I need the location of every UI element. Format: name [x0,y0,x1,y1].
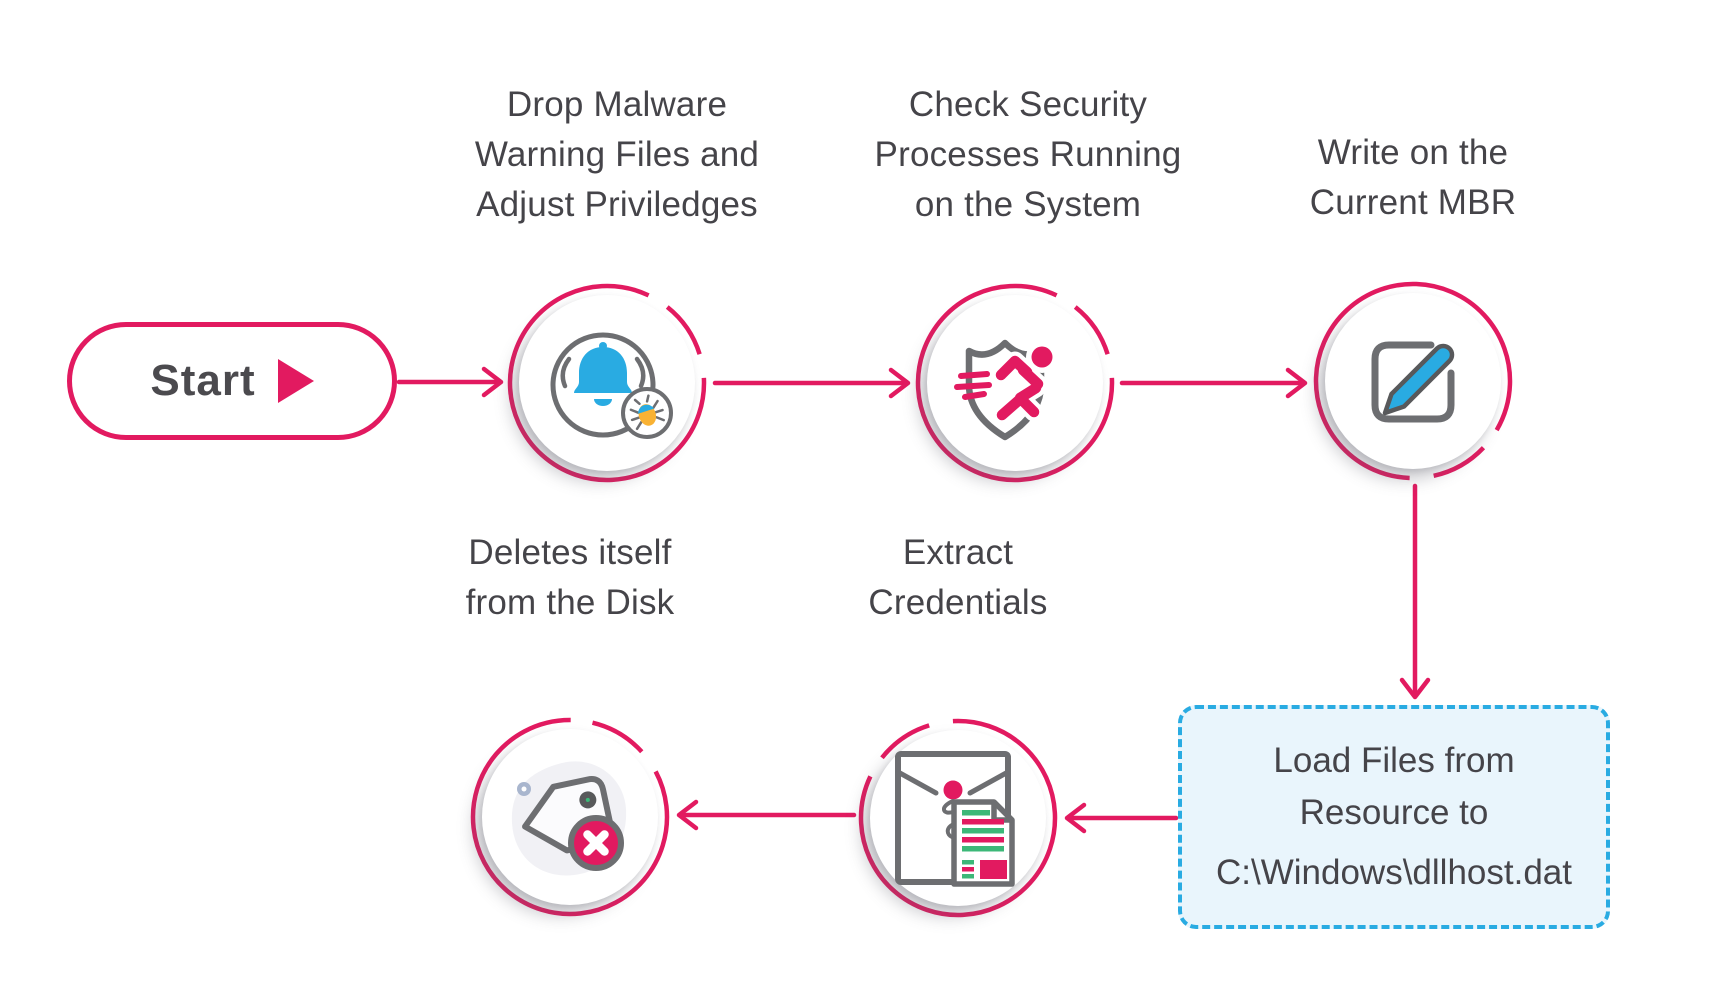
node-ring [915,283,1115,483]
arrow-drop-to-check [712,367,911,399]
node-ring [507,283,707,483]
label-write-mbr: Write on the Current MBR [1309,133,1517,222]
bug-glyph [629,394,665,431]
credentials-document [951,799,1015,887]
label-drop-malware: Drop Malware Warning Files and Adjust Pr… [474,85,760,224]
label-check-security: Check Security Processes Running on the … [874,85,1182,224]
label-deletes-itself: Deletes itself from the Disk [465,533,675,622]
arrow-check-to-mbr [1119,367,1308,399]
node-deletes-itself [470,717,670,917]
arrow-load-to-extract [1064,802,1179,834]
node-ring [470,717,670,917]
arrow-mbr-to-load [1399,483,1431,700]
start-label: Start [150,356,256,405]
node-ring [858,718,1058,918]
shield-runner-icon [954,339,1058,441]
edit-icon [1371,341,1455,423]
node-write-mbr [1313,281,1513,481]
load-files-callout: Load Files from Resource to C:\Windows\d… [1178,705,1610,929]
alarm-bug-icon [550,332,673,439]
node-check-security [915,283,1115,483]
label-extract-credentials: Extract Credentials [868,533,1048,622]
envelope-document-icon [895,751,1015,887]
runner-glyph [954,341,1058,425]
node-ring [1313,281,1513,481]
node-drop-malware [507,283,707,483]
node-disc [927,295,1103,471]
callout-line: Resource to [1299,793,1489,832]
node-extract-credentials [858,718,1058,918]
delete-badge [568,815,624,871]
arrow-extract-to-delete [676,799,857,831]
play-icon [277,359,314,403]
callout-line: Load Files from [1273,741,1515,780]
arrow-start-to-drop [396,366,504,398]
start-node: Start [67,322,397,440]
delete-tag-icon [511,761,627,876]
callout-file-path: C:\Windows\dllhost.dat [1216,853,1572,892]
